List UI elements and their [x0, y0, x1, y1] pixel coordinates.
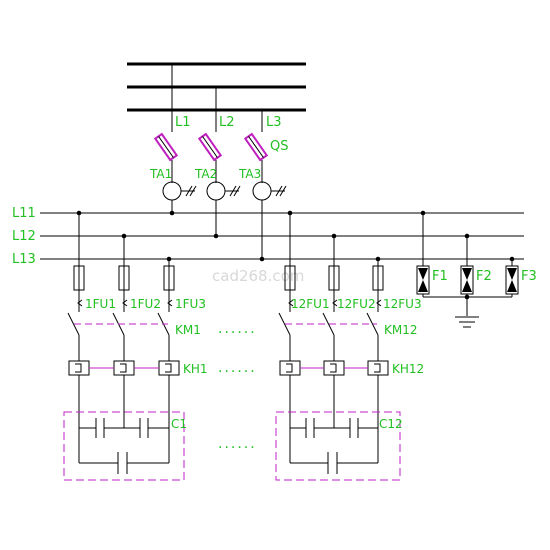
arrester-f3 — [505, 265, 519, 295]
phase-label-l3: L3 — [266, 115, 282, 130]
ct-label-ta1: TA1 — [149, 167, 172, 181]
contactor-km12 — [278, 312, 379, 336]
arrester-label-f3: F3 — [521, 269, 537, 284]
capacitor-label-c1: C1 — [171, 417, 187, 431]
watermark-text: cad268.com — [212, 267, 304, 285]
arrester-f2 — [460, 265, 474, 295]
contactor-km1 — [67, 312, 170, 336]
ct-label-ta2: TA2 — [194, 167, 217, 181]
thermal-relay-kh1 — [68, 360, 180, 376]
fuse-label-12fu2: 12FU2 — [337, 297, 376, 311]
arrester-label-f2: F2 — [476, 269, 492, 284]
relay-label-kh12: KH12 — [392, 362, 424, 376]
fuse-1fu3 — [163, 265, 175, 291]
phase-label-l2: L2 — [219, 115, 235, 130]
ct-label-ta3: TA3 — [238, 167, 261, 181]
fuse-12fu2 — [328, 265, 340, 291]
capacitor-bank-c1 — [63, 410, 185, 481]
fuse-label-1fu3: 1FU3 — [175, 297, 206, 311]
relay-label-kh1: KH1 — [183, 362, 208, 376]
contactor-label-km12: KM12 — [384, 323, 418, 337]
bus-label-l11: L11 — [12, 206, 36, 221]
ground-icon — [455, 316, 479, 328]
contactor-label-km1: KM1 — [175, 323, 201, 337]
phase-drops — [171, 64, 263, 132]
capacitor-bank-c12 — [275, 410, 401, 481]
fuse-label-1fu2: 1FU2 — [130, 297, 161, 311]
thermal-relay-kh12 — [279, 360, 389, 376]
ellipsis-relay: ...... — [218, 360, 257, 376]
switch-label: QS — [270, 139, 288, 154]
ellipsis-contactor: ...... — [218, 321, 257, 337]
bus-lines — [40, 212, 524, 260]
current-transformers — [162, 181, 287, 259]
fuse-label-12fu1: 12FU1 — [291, 297, 330, 311]
ellipsis-capacitor: ...... — [218, 436, 257, 452]
branch-1 — [63, 213, 185, 481]
arrester-label-f1: F1 — [432, 269, 448, 284]
capacitor-label-c12: C12 — [379, 417, 403, 431]
branch-12 — [275, 213, 401, 481]
fuse-label-1fu1: 1FU1 — [85, 297, 116, 311]
bus-label-l13: L13 — [12, 252, 36, 267]
surge-arresters — [416, 213, 519, 316]
fuse-1fu2 — [118, 265, 130, 291]
fuse-1fu1 — [73, 265, 85, 291]
fuse-12fu3 — [372, 265, 384, 291]
knife-switch-qs — [153, 132, 269, 183]
bus-label-l12: L12 — [12, 229, 36, 244]
arrester-f1 — [416, 265, 430, 295]
fuse-label-12fu3: 12FU3 — [383, 297, 422, 311]
phase-label-l1: L1 — [175, 115, 191, 130]
